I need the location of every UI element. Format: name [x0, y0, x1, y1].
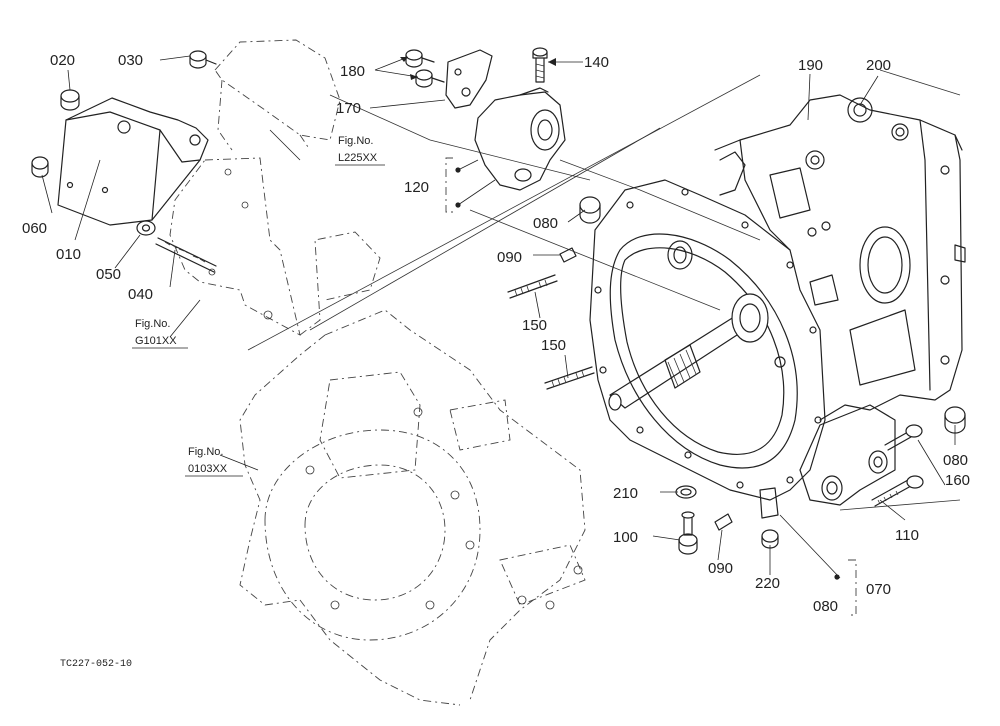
assembly-guide-lines	[247, 69, 961, 511]
mounting-plate-g101	[169, 157, 381, 336]
figref-0103-label: Fig.No.	[188, 446, 223, 458]
plug-100	[678, 511, 698, 555]
callout-040: 040	[128, 286, 153, 303]
bolts-180	[405, 49, 445, 88]
callout-200: 200	[866, 57, 891, 74]
callout-060: 060	[22, 220, 47, 237]
callout-020: 020	[50, 52, 75, 69]
mounting-block	[799, 404, 896, 506]
callout-090-bottom: 090	[708, 560, 733, 577]
transmission-case	[714, 94, 966, 421]
callout-170: 170	[336, 100, 361, 117]
bolt-160	[884, 424, 923, 451]
group-bracket-120	[445, 157, 496, 213]
bolt-140	[532, 47, 548, 83]
callout-050: 050	[96, 266, 121, 283]
bolt-020	[60, 89, 80, 111]
bushing-080-top	[579, 196, 601, 224]
callout-010: 010	[56, 246, 81, 263]
lever-arm-120	[474, 87, 566, 191]
figref-l225-code: L225XX	[338, 152, 378, 164]
callout-080-bottom: 080	[813, 598, 838, 615]
callout-080-right: 080	[943, 452, 968, 469]
callout-150-mid: 150	[541, 337, 566, 354]
flange-housing-070	[589, 179, 826, 519]
stud-040	[155, 237, 217, 273]
drawing-code: TC227-052-10	[60, 659, 132, 670]
leader-lines	[41, 55, 956, 579]
callout-210: 210	[613, 485, 638, 502]
callout-110: 110	[895, 527, 919, 544]
figure-references: Fig.No. L225XX Fig.No. G101XX Fig.No. 01…	[132, 135, 385, 477]
group-bracket-070	[834, 559, 857, 616]
callout-030: 030	[118, 52, 143, 69]
callout-070: 070	[866, 581, 891, 598]
cover-plate-l225	[214, 39, 341, 151]
input-shaft	[608, 293, 786, 411]
callout-120: 120	[404, 179, 429, 196]
callout-190: 190	[798, 57, 823, 74]
callout-140: 140	[584, 54, 609, 71]
bolt-110	[871, 475, 924, 507]
callout-180: 180	[340, 63, 365, 80]
engine-housing-0103	[239, 309, 586, 706]
nut-050	[136, 220, 156, 236]
bolt-030	[189, 50, 217, 69]
callout-160: 160	[945, 472, 970, 489]
stud-150-top	[507, 274, 558, 299]
figref-0103-code: 0103XX	[188, 463, 228, 475]
pin-090-bottom	[714, 513, 733, 531]
callout-150-top: 150	[522, 317, 547, 334]
lever-170	[445, 49, 493, 109]
callout-090-top: 090	[497, 249, 522, 266]
bracket-010	[57, 97, 209, 226]
figref-g101-label: Fig.No.	[135, 318, 170, 330]
part-callouts: 020 030 060 010 050 040 180 170 140 120 …	[22, 52, 970, 615]
seal-210	[675, 485, 697, 499]
callout-220: 220	[755, 575, 780, 592]
figref-g101-code: G101XX	[135, 335, 177, 347]
stud-150-mid	[544, 366, 595, 390]
nut-060	[31, 156, 49, 178]
pin-090-top	[559, 247, 577, 263]
callout-080-top: 080	[533, 215, 558, 232]
callout-100: 100	[613, 529, 638, 546]
leader-arrowheads	[400, 57, 556, 80]
figref-l225-label: Fig.No.	[338, 135, 373, 147]
